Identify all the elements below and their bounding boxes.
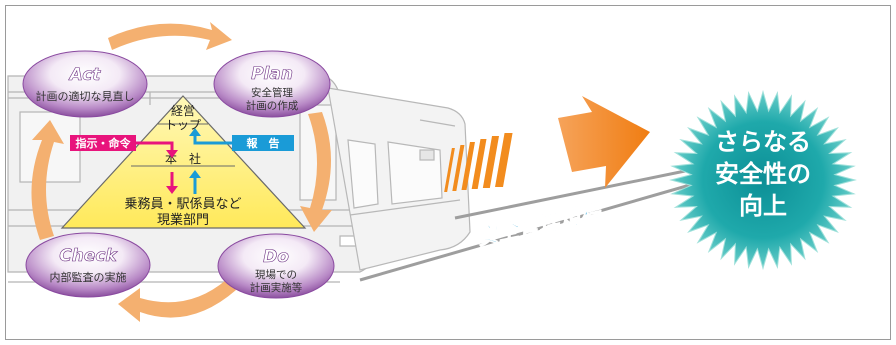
instruction-connector [136, 141, 174, 150]
organization-pyramid [60, 95, 307, 229]
ellipse-plan: Plan 安全管理 計画の作成 [213, 50, 331, 118]
instruction-label: 指示・命令 [76, 136, 132, 150]
ellipse-check: Check 内部監査の実施 [25, 232, 151, 298]
instruction-arrowhead-lower [166, 186, 178, 194]
regulation-label: 安全管理規程 [474, 200, 605, 250]
check-title: Check [59, 246, 118, 266]
pyramid-top-line2: トップ [165, 118, 201, 132]
pyramid-bottom-line2: 現業部門 [157, 212, 209, 228]
instruction-label-box [70, 135, 136, 151]
cycle-arrow-plan-to-do [300, 112, 332, 232]
frame-border [5, 5, 891, 340]
do-desc-line2: 計画実施等 [250, 281, 303, 294]
pyramid-bottom-line1: 乗務員・駅係員など [124, 197, 241, 212]
cycle-arrow-do-to-check [118, 280, 236, 322]
instruction-arrowhead-top [166, 150, 178, 158]
pyramid-top-line1: 経営 [171, 104, 195, 118]
cycle-arrow-act-to-plan [108, 22, 232, 50]
cycle-arrow-check-to-act [31, 120, 64, 240]
report-label-box [232, 135, 294, 151]
do-title: Do [263, 247, 289, 267]
rail-line-lower [359, 183, 691, 282]
act-title: Act [68, 65, 102, 85]
plan-desc-line1: 安全管理 [251, 86, 293, 99]
train-rear-car [327, 87, 471, 271]
progress-arrow [444, 96, 650, 192]
goal-line3: 向上 [739, 192, 787, 220]
check-desc: 内部監査の実施 [50, 270, 127, 284]
report-connector [193, 136, 232, 145]
report-arrowhead-top [189, 128, 201, 136]
ellipse-do: Do 現場での 計画実施等 [217, 233, 335, 299]
plan-desc-line2: 計画の作成 [246, 99, 299, 112]
goal-line2: 安全性の [715, 160, 811, 188]
report-arrowhead-lower [189, 170, 201, 178]
ellipse-act: Act 計画の適切な見直し [22, 50, 148, 118]
act-desc: 計画の適切な見直し [36, 89, 135, 103]
plan-title: Plan [251, 64, 293, 84]
do-desc-line1: 現場での [255, 268, 297, 281]
report-label: 報 告 [247, 136, 280, 150]
starburst-shape [669, 89, 857, 271]
goal-starburst: さらなる 安全性の 向上 [669, 89, 857, 271]
rail-line-upper [454, 168, 691, 220]
goal-line1: さらなる [715, 128, 811, 156]
